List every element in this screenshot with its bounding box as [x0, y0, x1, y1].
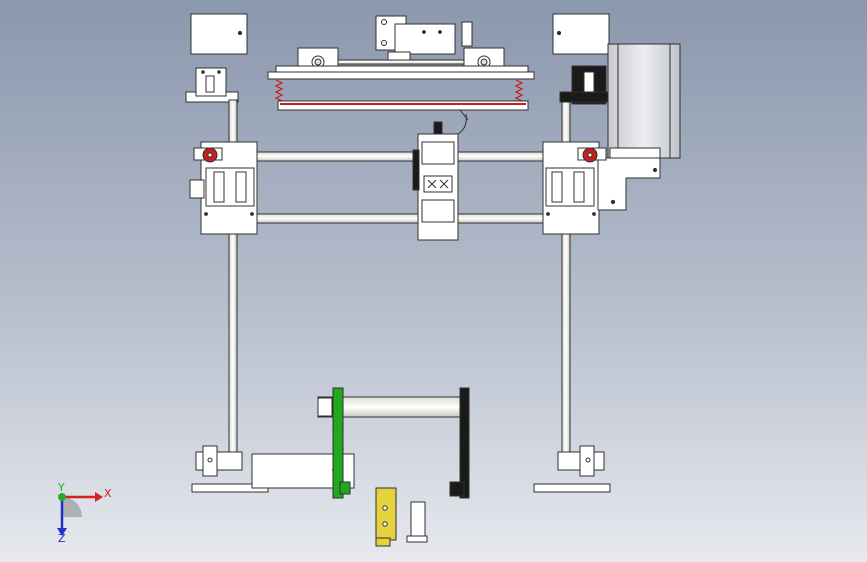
green-gear-plate[interactable]	[332, 387, 351, 499]
right-motor-bracket[interactable]	[559, 65, 609, 105]
yellow-bracket[interactable]	[375, 487, 397, 547]
x-axis-label: X	[104, 487, 112, 500]
small-sensor-block[interactable]	[406, 501, 428, 543]
right-side-carriage[interactable]	[542, 141, 661, 235]
left-side-carriage[interactable]	[189, 141, 258, 235]
y-axis-label: Y	[57, 481, 65, 494]
lower-horizontal-rod[interactable]	[255, 213, 547, 224]
black-arm-plate[interactable]	[449, 387, 470, 499]
right-bottom-foot[interactable]	[533, 445, 611, 493]
top-right-mount-plate[interactable]	[552, 13, 610, 55]
stepper-motor[interactable]	[607, 43, 681, 161]
top-left-mount-plate[interactable]	[190, 13, 248, 55]
z-axis-label: Z	[58, 532, 66, 545]
coordinate-triad-icon: X Y Z	[57, 481, 112, 545]
left-spring	[274, 79, 284, 102]
upper-horizontal-rod[interactable]	[255, 151, 547, 162]
left-vertical-bearing-block[interactable]	[185, 67, 239, 103]
center-slider-carriage[interactable]	[412, 113, 467, 241]
top-carriage-assembly[interactable]	[267, 15, 535, 121]
feed-roller[interactable]	[317, 396, 469, 418]
right-spring	[514, 79, 524, 102]
